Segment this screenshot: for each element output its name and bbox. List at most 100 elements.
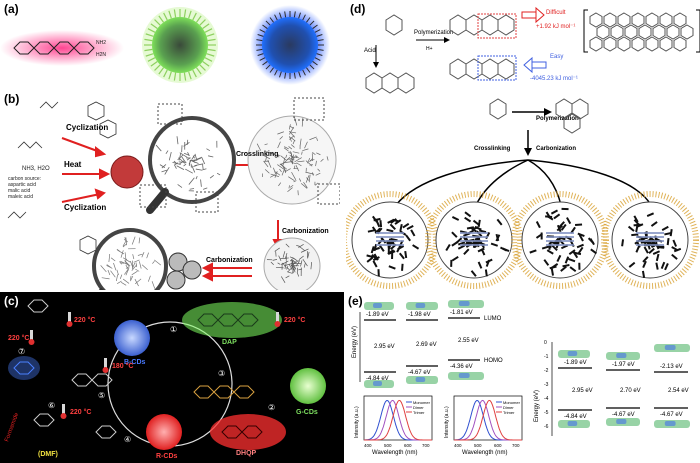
- monomer-top: [365, 14, 415, 94]
- spec1-xtick-4: 700: [422, 443, 430, 448]
- spectrum-2-xlabel: Wavelength (nm): [462, 450, 507, 456]
- thermometer-icons: [28, 312, 281, 419]
- dhqp-molecule: [210, 414, 286, 450]
- right-orbital-pictures: [558, 344, 690, 428]
- energy-axis-left: Energy (eV): [352, 326, 358, 358]
- right-homo-1: -4.84 eV: [564, 414, 587, 420]
- right-lumo-1: -1.89 eV: [564, 360, 587, 366]
- pink-glow: [0, 30, 124, 66]
- final-carbon-dots: [166, 252, 202, 290]
- left-homo-3: -4.36 eV: [450, 364, 473, 370]
- dimer-structure: [449, 14, 515, 80]
- step-7: ⑦: [18, 347, 25, 356]
- branching-curves: [395, 159, 652, 206]
- dap-molecule: [182, 302, 282, 338]
- carbon-source-label: carbon source:: [8, 176, 41, 182]
- left-lumo-1: -1.89 eV: [366, 312, 389, 318]
- temp-2: 220 °C: [74, 316, 95, 324]
- source-malic: malic acid: [8, 188, 30, 194]
- middle-molecule: [193, 385, 255, 399]
- r-cds-label: R-CDs: [156, 453, 177, 460]
- step-6: ⑥: [48, 401, 55, 410]
- left-lumo-3: -1.81 eV: [450, 310, 473, 316]
- carbonization-bottom: Carbonization: [206, 257, 253, 264]
- spectrum-2-legend: Monomer Dimer Trimer: [496, 400, 521, 415]
- orbital-picture: [606, 352, 640, 360]
- left-homo-1: -4.84 eV: [366, 376, 389, 382]
- cyclization-top: Cyclization: [66, 123, 108, 132]
- homo-label: HOMO: [484, 358, 503, 364]
- panel-a-label: (a): [4, 2, 19, 16]
- temp-3: 220 °C: [284, 316, 305, 324]
- panel-c: (c) B-CDs G-CDs R-CDs: [0, 292, 344, 463]
- phenazine-molecule: [13, 41, 95, 55]
- panel-d-label: (d): [350, 2, 366, 16]
- cd-sphere-4: [601, 191, 699, 289]
- blue-carbon-dot: [250, 5, 330, 85]
- right-gap-1: 2.95 eV: [572, 388, 593, 394]
- svg-text:Dimer: Dimer: [413, 405, 424, 410]
- b-cds-label: B-CDs: [124, 359, 145, 366]
- spec1-xtick-2: 500: [384, 443, 392, 448]
- right-homo-3: -4.67 eV: [660, 412, 683, 418]
- spec1-xtick-1: 400: [364, 443, 372, 448]
- g-cds-label: G-CDs: [296, 409, 318, 416]
- difficult-arrow: [521, 6, 545, 24]
- source-aspartic: aspartic acid: [8, 182, 36, 188]
- orbital-picture: [558, 350, 590, 358]
- right-homo-2: -4.67 eV: [612, 412, 635, 418]
- magnifier-2: [92, 228, 168, 290]
- svg-text:Trimer: Trimer: [413, 410, 425, 415]
- monomer-mid: [489, 98, 507, 120]
- step-4: ④: [124, 435, 131, 444]
- polymerization-mid: Polymerization: [536, 116, 579, 122]
- h2n-label: H2N: [96, 52, 106, 58]
- h-plus: H+: [426, 46, 433, 52]
- left-molecules: [13, 299, 117, 439]
- difficult-label: Difficult: [546, 10, 566, 16]
- step-1: ①: [170, 325, 177, 334]
- green-carbon-dot: [142, 7, 218, 83]
- formamide-label: Formamide: [4, 411, 20, 442]
- panel-a-illustrations: NH2 H2N: [0, 5, 330, 85]
- orbital-picture: [558, 420, 590, 428]
- spectrum-curve-3: [454, 399, 522, 441]
- easy-energy: -4045.23 kJ mol⁻¹: [530, 76, 578, 82]
- svg-text:Dimer: Dimer: [503, 405, 514, 410]
- orbital-picture: [364, 380, 394, 388]
- panel-b-label: (b): [4, 92, 20, 106]
- cd-sphere-1: [346, 191, 439, 289]
- right-lumo-2: -1.97 eV: [612, 362, 635, 368]
- right-gap-2: 2.70 eV: [620, 388, 641, 394]
- dhqp-label: DHQP: [236, 450, 257, 457]
- dap-label: DAP: [222, 339, 237, 346]
- left-lumo-2: -1.98 eV: [408, 312, 431, 318]
- left-gap-3: 2.55 eV: [458, 338, 479, 344]
- dmf-label: (DMF): [38, 451, 58, 458]
- crosslinking-label-d: Crosslinking: [474, 146, 511, 152]
- crosslinking-label: Crosslinking: [236, 151, 278, 158]
- temp-1: 220 °C: [8, 334, 29, 342]
- panel-c-label: (c): [4, 294, 19, 308]
- panel-b-scheme: carbon source: aspartic acid malic acid …: [7, 97, 340, 290]
- svg-text:-3: -3: [544, 382, 549, 388]
- cd-sphere-2: [425, 191, 523, 289]
- svg-text:-6: -6: [544, 424, 549, 430]
- temp-4: 180 °C: [112, 362, 133, 370]
- panel-c-scheme: B-CDs G-CDs R-CDs DAP: [4, 299, 326, 460]
- svg-text:-4: -4: [544, 396, 549, 402]
- r-cds-dot: [146, 414, 182, 450]
- spectrum-1: [363, 395, 433, 441]
- polymer-structure: [583, 9, 700, 53]
- carbonized-network: [263, 237, 321, 290]
- orbital-picture: [448, 300, 484, 308]
- g-cds-dot: [290, 368, 326, 404]
- orbital-picture: [654, 420, 690, 428]
- panel-e-label: (e): [348, 294, 363, 308]
- left-gap-1: 2.95 eV: [374, 344, 395, 350]
- blue-glow-left: [8, 356, 40, 380]
- nh2-label: NH2: [96, 40, 106, 46]
- orbital-picture: [448, 372, 484, 380]
- cyclization-bottom: Cyclization: [64, 203, 106, 212]
- spectrum-2-ylabel: Intensity (a.u.): [444, 406, 450, 438]
